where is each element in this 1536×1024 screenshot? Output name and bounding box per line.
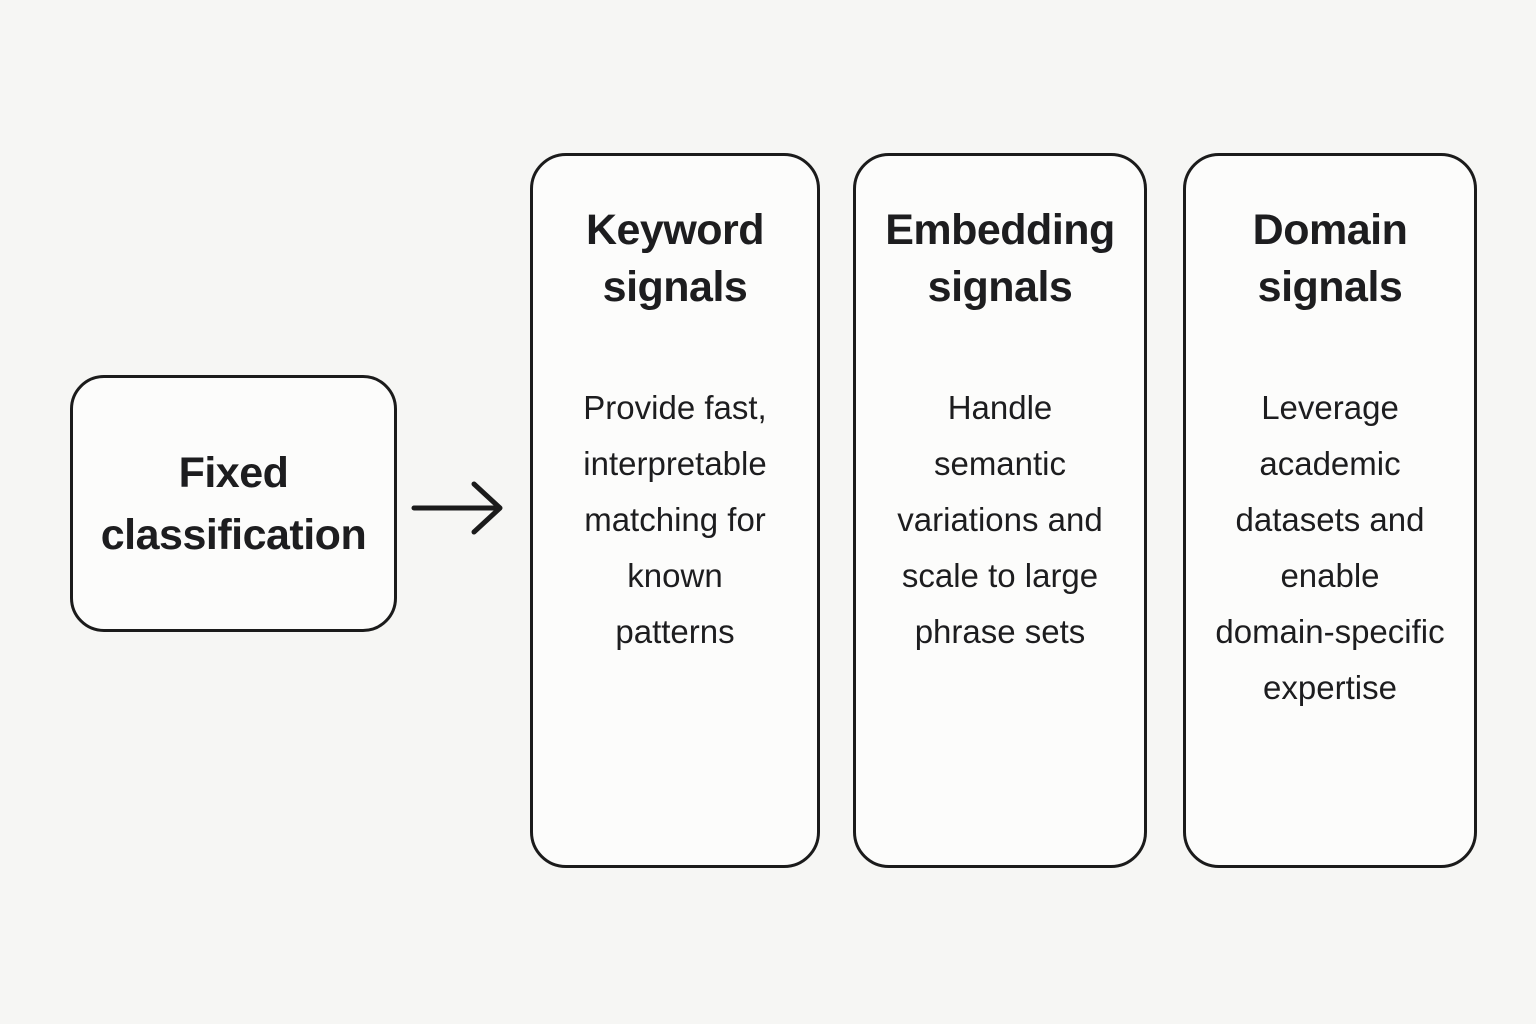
- keyword-signals-card: Keyword signals Provide fast, interpreta…: [530, 153, 820, 868]
- domain-signals-title: Domain signals: [1252, 206, 1408, 311]
- embedding-signals-title: Embedding signals: [885, 206, 1115, 311]
- fixed-classification-box: Fixed classification: [70, 375, 397, 632]
- domain-signals-description: Leverage academic datasets and enable do…: [1215, 389, 1445, 706]
- domain-signals-card: Domain signals Leverage academic dataset…: [1183, 153, 1477, 868]
- fixed-classification-label: Fixed classification: [100, 448, 367, 559]
- embedding-signals-description: Handle semantic variations and scale to …: [897, 389, 1103, 650]
- keyword-signals-title: Keyword signals: [585, 206, 765, 311]
- right-arrow-icon: [411, 481, 503, 535]
- keyword-signals-description: Provide fast, interpretable matching for…: [583, 389, 767, 650]
- embedding-signals-card: Embedding signals Handle semantic variat…: [853, 153, 1147, 868]
